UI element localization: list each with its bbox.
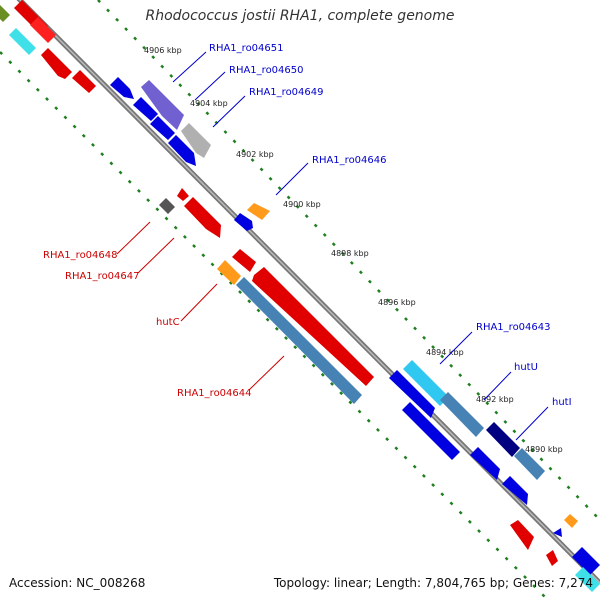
ruler-label: 4906 kbp (144, 46, 182, 55)
gene-label[interactable]: RHA1_ro04646 (312, 155, 387, 166)
gene-ro04650[interactable] (141, 80, 184, 130)
gene-hutI[interactable] (486, 422, 520, 457)
ruler-labels: 4906 kbp 4904 kbp 4902 kbp 4900 kbp 4898… (144, 46, 563, 454)
gene-ro04648[interactable] (159, 198, 175, 214)
gene-label[interactable]: RHA1_ro04649 (249, 87, 324, 98)
gene-orange-2[interactable] (564, 514, 578, 528)
topology-label: Topology: linear; Length: 7,804,765 bp; … (273, 576, 593, 590)
gene-label[interactable]: hutC (156, 317, 180, 328)
gene-reverse-olive[interactable] (0, 5, 10, 22)
ruler-label: 4896 kbp (378, 298, 416, 307)
gene-ro04644[interactable] (236, 277, 362, 404)
ruler-track (97, 0, 600, 521)
ruler-label: 4900 kbp (283, 200, 321, 209)
gene-blue-10[interactable] (572, 547, 600, 575)
gene-label[interactable]: RHA1_ro04643 (476, 322, 551, 333)
gene-ro04643[interactable] (403, 360, 449, 406)
gene-label[interactable]: hutU (514, 362, 538, 373)
gene-cyan-2[interactable] (575, 567, 600, 592)
gene-ro04649[interactable] (181, 123, 211, 158)
gene-ro04646[interactable] (247, 203, 270, 220)
ruler-label: 4902 kbp (236, 150, 274, 159)
gene-blue-1[interactable] (133, 97, 158, 121)
gene-label[interactable]: RHA1_ro04644 (177, 388, 252, 399)
gene-ro04651[interactable] (110, 77, 134, 99)
gene-red-long[interactable] (252, 267, 374, 386)
gene-blue-9[interactable] (553, 528, 562, 537)
gene-steel-1[interactable] (514, 448, 545, 480)
reverse-gene-labels: RHA1_ro04648 RHA1_ro04647 hutC RHA1_ro04… (43, 221, 285, 399)
gene-blue-7[interactable] (470, 447, 500, 480)
gene-red-8[interactable] (546, 550, 558, 566)
ruler-label: 4892 kbp (476, 395, 514, 404)
accession-label: Accession: NC_008268 (9, 576, 146, 590)
gene-blue-2[interactable] (150, 116, 175, 140)
forward-gene-labels: RHA1_ro04651 RHA1_ro04650 RHA1_ro04649 R… (172, 43, 572, 441)
gene-label[interactable]: RHA1_ro04647 (65, 271, 140, 282)
ruler-label: 4890 kbp (525, 445, 563, 454)
gene-label[interactable]: RHA1_ro04648 (43, 250, 118, 261)
gene-reverse-cyan[interactable] (9, 28, 36, 55)
gene-reverse-red-4[interactable] (72, 70, 96, 93)
ruler-label: 4898 kbp (331, 249, 369, 258)
gene-label[interactable]: RHA1_ro04651 (209, 43, 284, 54)
gene-reverse-red-5[interactable] (30, 17, 56, 43)
gene-red-7[interactable] (510, 520, 534, 550)
gene-label[interactable]: RHA1_ro04650 (229, 65, 304, 76)
gene-hutC[interactable] (217, 260, 241, 285)
gene-red-6[interactable] (232, 249, 256, 272)
gene-label[interactable]: hutI (552, 397, 572, 408)
map-title: Rhodococcus jostii RHA1, complete genome (145, 8, 455, 24)
gene-ro04647[interactable] (184, 197, 221, 238)
guide-track-left (0, 51, 549, 600)
gene-blue-8[interactable] (502, 476, 528, 505)
gene-hutU[interactable] (440, 392, 484, 437)
ruler-label: 4904 kbp (190, 99, 228, 108)
guide-track-middle (0, 65, 535, 600)
gene-blue-4[interactable] (234, 213, 253, 231)
gene-blue-6[interactable] (402, 402, 460, 460)
gene-blue-5[interactable] (389, 370, 435, 418)
gene-blue-3[interactable] (168, 135, 196, 166)
gene-red-small[interactable] (177, 188, 189, 201)
gene-reverse-red-3[interactable] (41, 48, 72, 79)
ruler-label: 4894 kbp (426, 348, 464, 357)
